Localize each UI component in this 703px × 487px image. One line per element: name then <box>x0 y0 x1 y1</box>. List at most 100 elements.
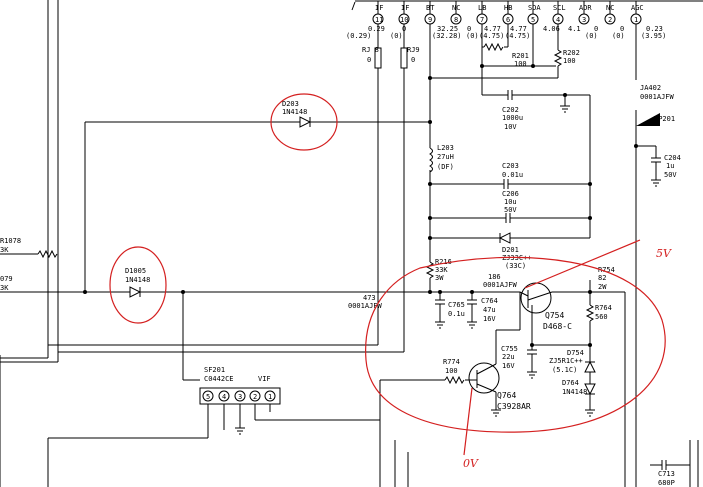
d203-ref: D203 <box>282 100 299 108</box>
l203-note: (DF) <box>437 163 454 171</box>
pin-label: NC <box>606 4 614 12</box>
c202-ref: C202 <box>502 106 519 114</box>
c755-value: 22u <box>502 353 515 361</box>
r774-resistor <box>444 375 465 385</box>
r764-value: 560 <box>595 313 608 321</box>
d1005-highlight-circle <box>109 246 167 324</box>
pin-number: 9 <box>428 16 432 24</box>
voltage: 0.29 <box>368 25 385 33</box>
d754-zener <box>584 360 596 373</box>
sf201-pin-number: 2 <box>253 393 257 401</box>
pin-label: HB <box>504 4 512 12</box>
connector-pin: 9 BT <box>424 1 436 25</box>
v0-pointer-line <box>463 387 473 456</box>
junctions <box>83 64 638 347</box>
rj8-resistor <box>374 47 382 69</box>
c206-value: 10u <box>504 198 517 206</box>
r201-resistor <box>483 42 504 52</box>
d201-value: ZJ33C++ <box>502 254 532 262</box>
r764-resistor <box>585 304 595 322</box>
component-labels: RJ 8 0 RJ9 0 R201 100 R202 100 C202 1000… <box>0 46 681 487</box>
v0-annotation: 0V <box>463 457 479 470</box>
voltage: 4.77 <box>484 25 501 33</box>
l203-inductor <box>429 147 433 173</box>
d201-note: (33C) <box>505 262 526 270</box>
pin-number: 4 <box>556 16 560 24</box>
d201-zener <box>498 232 511 244</box>
r216-rating: 3W <box>435 274 444 282</box>
pin-number: 5 <box>531 16 535 24</box>
pin-number: 7 <box>480 16 484 24</box>
r774-value: 100 <box>445 367 458 375</box>
ja402-ref: JA402 <box>640 84 661 92</box>
d764-diode <box>584 383 596 396</box>
j473-value: 0001AJFW <box>348 302 383 310</box>
voltage: (0) <box>612 32 625 40</box>
r202-ref: R202 <box>563 49 580 57</box>
d754-ref: D754 <box>567 349 584 357</box>
r754-value: 82 <box>598 274 606 282</box>
tp201-testpoint <box>636 113 660 126</box>
c713-ref: C713 <box>658 470 675 478</box>
pin-number: 3 <box>582 16 586 24</box>
connector-edge <box>351 1 356 11</box>
connector-pin: 3 ADR <box>578 1 592 25</box>
r1078-resistor <box>37 249 58 259</box>
c765-ref: C765 <box>448 301 465 309</box>
pin-number: 2 <box>608 16 612 24</box>
voltage: 4.1 <box>568 25 581 33</box>
d764-ref: D764 <box>562 379 579 387</box>
voltage: (0) <box>585 32 598 40</box>
pin-label: IF <box>401 4 409 12</box>
r201-ref: R201 <box>512 52 529 60</box>
pin-number: 10 <box>400 16 408 24</box>
r754-rating: 2W <box>598 283 607 291</box>
voltage: 4.06 <box>543 25 560 33</box>
sf201-pins: 5 4 3 2 1 <box>202 390 276 402</box>
sf201-pin-number: 5 <box>206 393 210 401</box>
pin-label: BT <box>426 4 435 12</box>
q764-transistor <box>468 362 500 394</box>
rj9-value: 0 <box>411 56 415 64</box>
connector-pin: 8 NC <box>450 1 462 25</box>
ground-symbols <box>235 105 661 435</box>
c755-ref: C755 <box>501 345 518 353</box>
connector-pin: 6 HB <box>502 1 514 25</box>
r216-value: 33K <box>435 266 448 274</box>
c765-value: 0.1u <box>448 310 465 318</box>
j473-ref: 473 <box>363 294 376 302</box>
connector-pin: 10 IF <box>398 1 410 25</box>
r201-value: 100 <box>514 60 527 68</box>
d1005-value: 1N4148 <box>125 276 150 284</box>
pin-label: AGC <box>631 4 644 12</box>
c713-value: 680P <box>658 479 675 487</box>
connector-voltages: 0.29 0 32.25 0 4.77 4.77 4.06 4.1 0 0 0.… <box>346 25 666 40</box>
pin-number: 8 <box>454 16 458 24</box>
c204-ref: C204 <box>664 154 681 162</box>
v5-pointer-line <box>524 239 641 289</box>
c764-ref: C764 <box>481 297 498 305</box>
voltage: (0) <box>466 32 479 40</box>
j186-value: 0001AJFW <box>483 281 518 289</box>
voltage: (32.28) <box>432 32 462 40</box>
pin-number: 1 <box>634 16 638 24</box>
d1005-diode <box>129 286 142 298</box>
pin-number: 11 <box>375 16 383 24</box>
sf201-label: VIF <box>258 375 271 383</box>
c764-rating: 16V <box>483 315 496 323</box>
l203-value: 27uH <box>437 153 454 161</box>
sf201-value: C0442CE <box>204 375 234 383</box>
sf201-ref: SF201 <box>204 366 225 374</box>
c203-value: 0.01u <box>502 171 523 179</box>
sf201-pin-number: 4 <box>222 393 226 401</box>
j186-ref: 186 <box>488 273 501 281</box>
connector-pin: 2 NC <box>604 1 616 25</box>
voltage: 0 <box>594 25 598 33</box>
r774-ref: R774 <box>443 358 460 366</box>
v5-annotation: 5V <box>656 247 672 260</box>
r1078-value: 3K <box>0 246 9 254</box>
q754-value: D468-C <box>543 322 572 331</box>
connector-pin: 11 IF <box>372 1 384 25</box>
d203-value: 1N4148 <box>282 108 307 116</box>
